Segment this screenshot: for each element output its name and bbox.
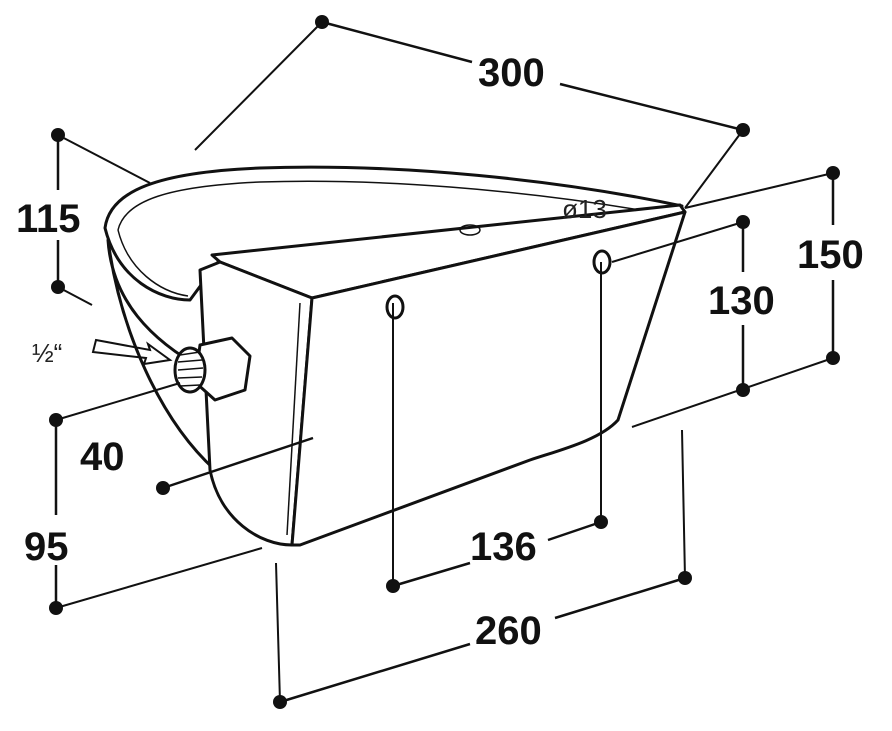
dimension-lines (49, 15, 840, 709)
dimension-300: 300 (478, 51, 545, 95)
dimension-130: 130 (708, 279, 775, 323)
dimension-95: 95 (24, 525, 69, 569)
dimension-136: 136 (470, 525, 537, 569)
mounting-hole-left (385, 294, 405, 320)
valve-housing (198, 203, 687, 547)
thread-size-label: ½“ (32, 338, 62, 368)
dimension-40: 40 (80, 435, 125, 479)
dimension-150: 150 (797, 233, 864, 277)
dimension-260: 260 (475, 609, 542, 653)
top-hole-icon (459, 224, 481, 236)
thread-arrow-icon (91, 338, 173, 366)
hole-diameter-label: ø13 (562, 194, 607, 224)
dimension-115: 115 (16, 197, 81, 241)
inlet-fitting (173, 336, 252, 402)
